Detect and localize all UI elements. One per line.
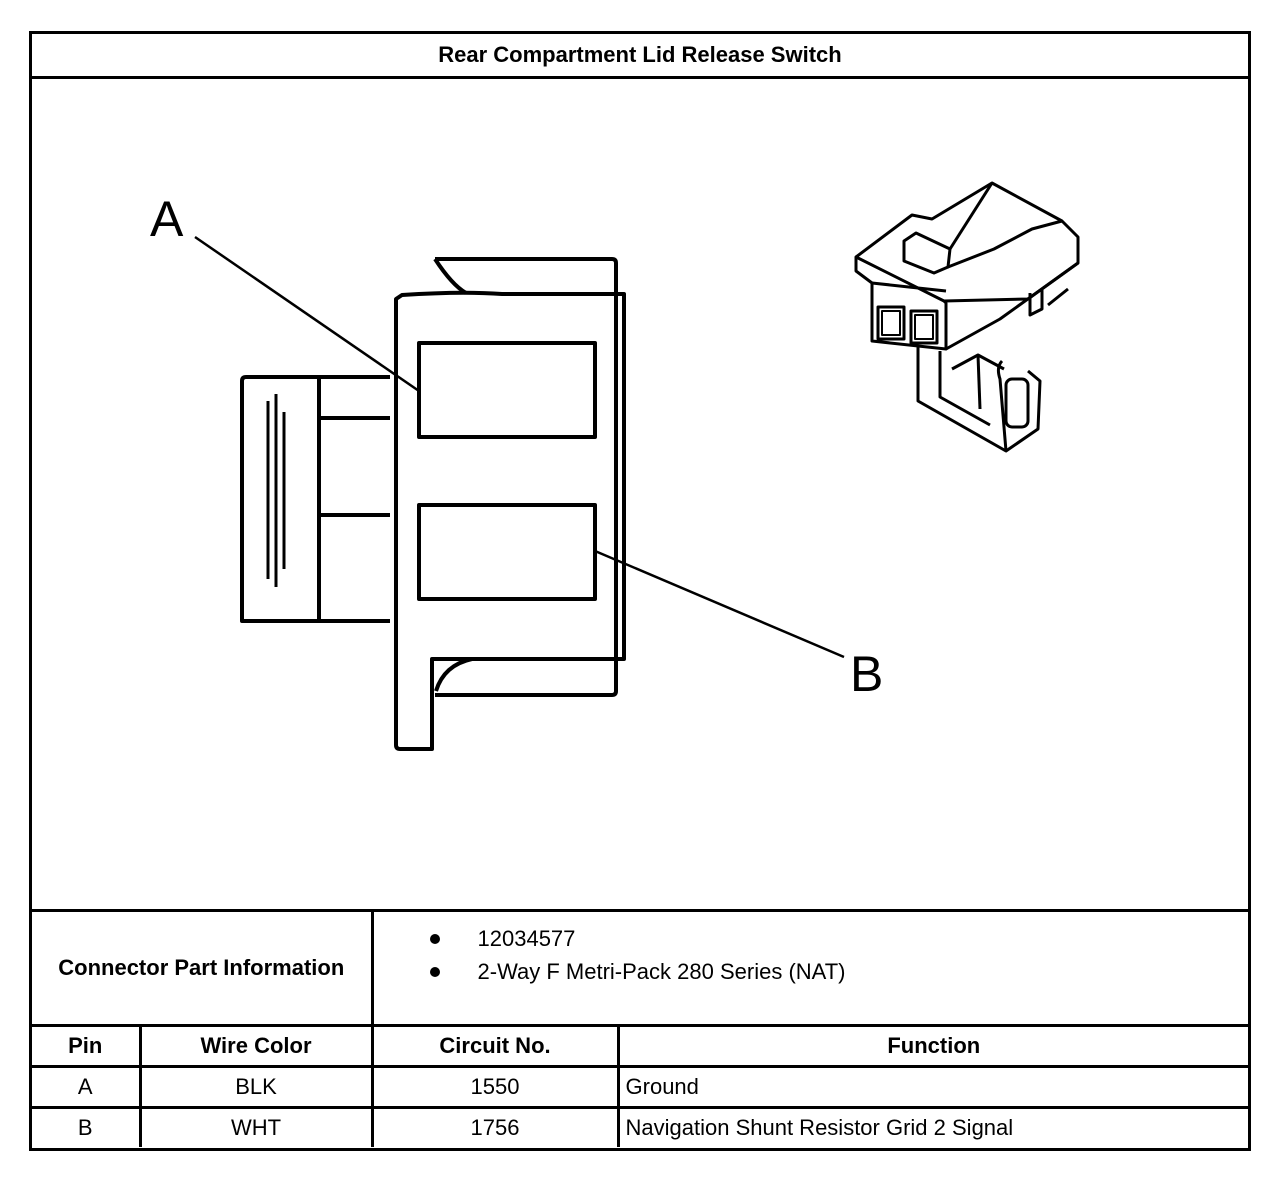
connector-part-info-list: 12034577 2-Way F Metri-Pack 280 Series (… [370, 909, 1249, 1027]
callout-leaders [194, 235, 845, 659]
header-function: Function [616, 1024, 1249, 1068]
part-info-item: 2-Way F Metri-Pack 280 Series (NAT) [374, 955, 1249, 988]
header-pin: Pin [32, 1024, 142, 1068]
connector-face-drawing [240, 257, 626, 751]
callout-a-label: A [150, 191, 184, 247]
circuit-no-cell: 1550 [370, 1065, 620, 1109]
pin-cell: A [32, 1065, 142, 1109]
wire-color-cell: WHT [138, 1106, 374, 1147]
wire-color-cell: BLK [138, 1065, 374, 1109]
bullet-icon [429, 967, 440, 977]
table-row: A BLK 1550 Ground [32, 1065, 1249, 1109]
connector-info-table: Connector Part Information 12034577 2-Wa… [32, 909, 1249, 1147]
table-row: B WHT 1756 Navigation Shunt Resistor Gri… [32, 1106, 1249, 1147]
connector-drawing-area: A B [150, 181, 1080, 751]
bullet-icon [429, 934, 440, 944]
part-info-item: 12034577 [374, 922, 1249, 955]
header-circuit-no: Circuit No. [370, 1024, 620, 1068]
pin-table-header: Pin Wire Color Circuit No. Function [32, 1024, 1249, 1068]
circuit-no-cell: 1756 [370, 1106, 620, 1147]
function-cell: Navigation Shunt Resistor Grid 2 Signal [616, 1106, 1249, 1147]
connector-sheet: Rear Compartment Lid Release Switch [29, 31, 1251, 1151]
pin-cell: B [32, 1106, 142, 1147]
callout-b-label: B [850, 646, 883, 702]
connector-part-info-label: Connector Part Information [32, 909, 374, 1027]
sheet-title: Rear Compartment Lid Release Switch [32, 34, 1248, 79]
function-cell: Ground [616, 1065, 1249, 1109]
connector-3d-drawing [854, 181, 1080, 453]
header-wire-color: Wire Color [138, 1024, 374, 1068]
